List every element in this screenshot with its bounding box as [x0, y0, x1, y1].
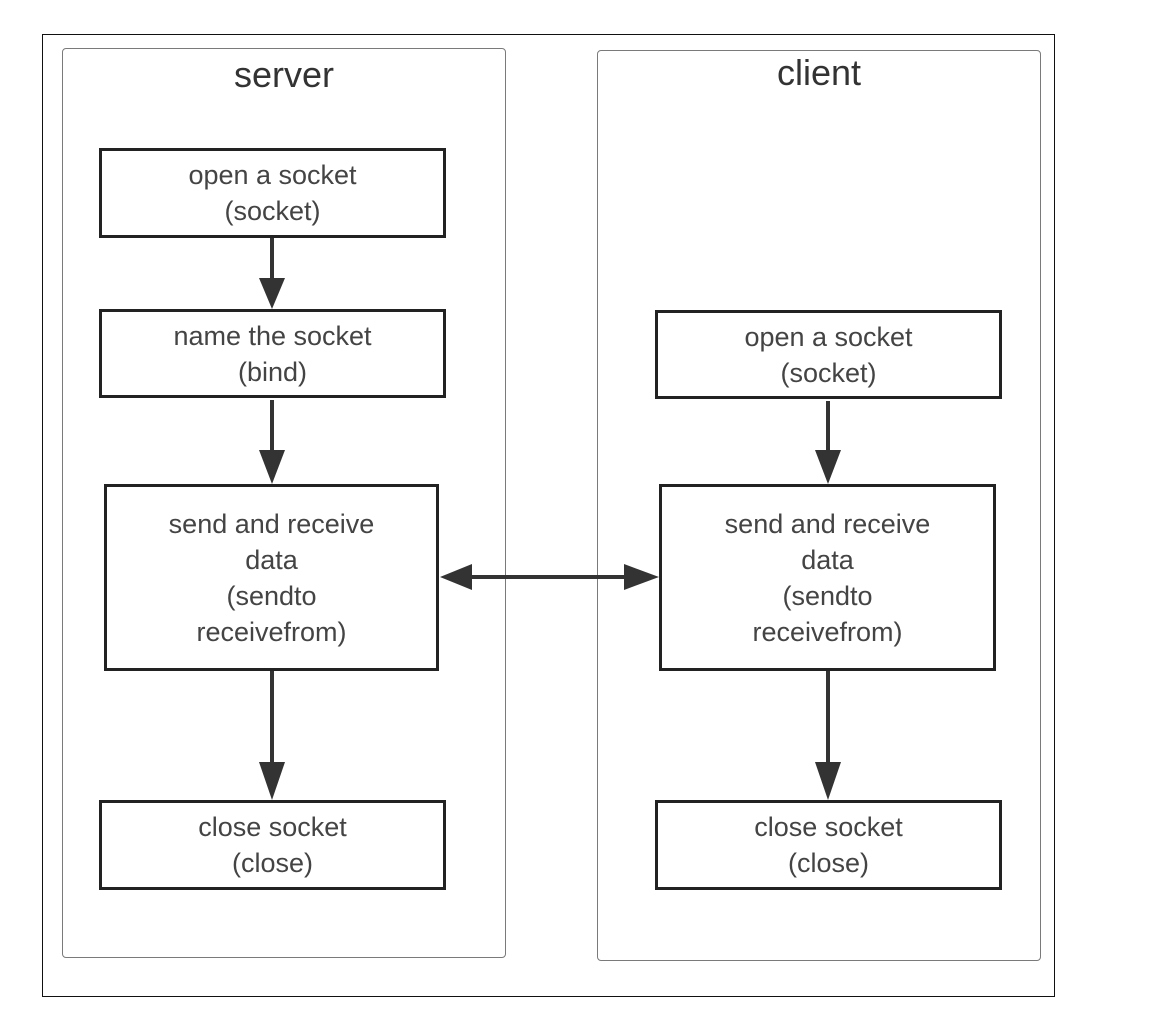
server-close-socket-line1: close socket [198, 812, 347, 842]
client-open-socket-line1: open a socket [744, 321, 913, 352]
server-lane-title: server [233, 54, 335, 95]
diagram-frame [42, 34, 1055, 997]
server-send-receive-line3: (sendto [226, 580, 317, 611]
server-bind-line1: name the socket [173, 320, 372, 351]
client-lane: client [597, 50, 1041, 961]
client-send-receive-line4: receivefrom) [752, 616, 903, 647]
client-close-socket-line2: (close) [787, 848, 869, 878]
server-close-socket-box: close socket (close) [99, 800, 446, 890]
client-send-receive-line2: data [801, 544, 854, 575]
server-close-socket-line2: (close) [231, 848, 313, 878]
server-send-receive-line4: receivefrom) [196, 616, 347, 647]
server-send-receive-box: send and receive data (sendto receivefro… [104, 484, 439, 671]
client-send-receive-line3: (sendto [782, 580, 873, 611]
client-close-socket-box: close socket (close) [655, 800, 1002, 890]
server-open-socket-box: open a socket (socket) [99, 148, 446, 238]
server-send-receive-line1: send and receive [168, 508, 375, 539]
server-open-socket-line2: (socket) [224, 196, 321, 226]
client-send-receive-box: send and receive data (sendto receivefro… [659, 484, 996, 671]
client-close-socket-line1: close socket [754, 812, 903, 842]
client-send-receive-line1: send and receive [724, 508, 931, 539]
client-open-socket-box: open a socket (socket) [655, 310, 1002, 399]
server-bind-line2: (bind) [237, 356, 308, 387]
client-open-socket-line2: (socket) [780, 357, 877, 388]
server-open-socket-line1: open a socket [188, 160, 357, 190]
server-send-receive-line2: data [245, 544, 298, 575]
client-lane-title: client [776, 52, 862, 93]
server-lane: server [62, 48, 506, 958]
server-bind-box: name the socket (bind) [99, 309, 446, 398]
